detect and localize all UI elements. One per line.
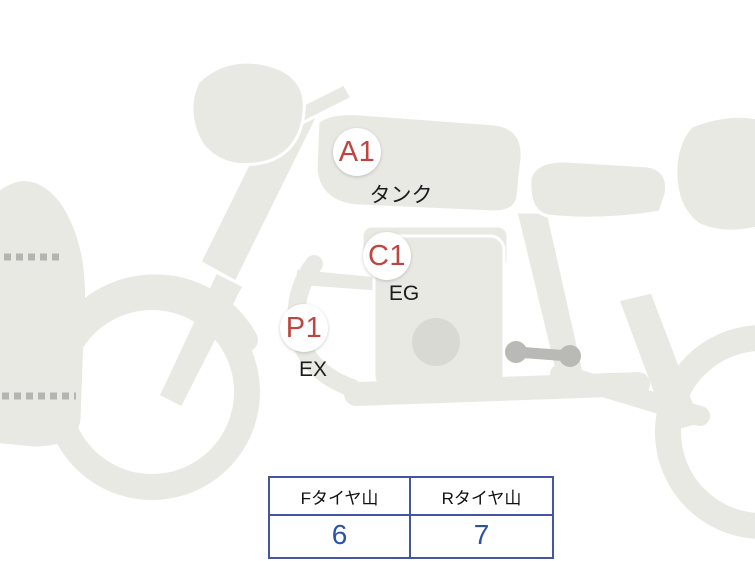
rear-tire-header: Rタイヤ山 xyxy=(411,478,552,516)
marker-c1-label: EG xyxy=(388,282,420,305)
marker-a1-label: タンク xyxy=(369,184,433,207)
front-tire-value: 6 xyxy=(270,516,411,557)
front-tire-header: Fタイヤ山 xyxy=(270,478,411,516)
marker-p1-label: EX xyxy=(298,358,328,381)
marker-a1-code: A1 xyxy=(338,135,376,168)
marker-p1: P1 xyxy=(280,304,328,352)
headlight-shape xyxy=(190,60,306,167)
rear-tire-value: 7 xyxy=(473,519,490,550)
marker-c1: C1 xyxy=(363,232,411,280)
detail-marks xyxy=(2,253,76,400)
engine-cover-circle xyxy=(412,318,460,366)
kick-lever-shape xyxy=(505,341,581,367)
marker-p1-code: P1 xyxy=(285,311,323,344)
marker-a1: A1 xyxy=(333,128,381,176)
rear-wheel-shape xyxy=(655,325,755,539)
tail-shape xyxy=(674,114,755,233)
front-wheel-shape xyxy=(44,284,260,500)
marker-c1-code: C1 xyxy=(367,239,407,272)
seat-shape xyxy=(528,159,669,220)
tire-tread-table: Fタイヤ山 Rタイヤ山 6 7 xyxy=(268,476,554,559)
